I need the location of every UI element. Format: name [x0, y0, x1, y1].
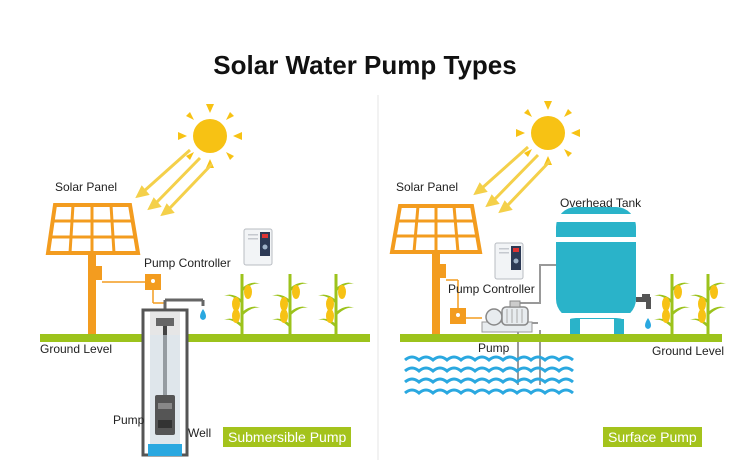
corn-plant-icon [318, 274, 354, 334]
right-pump-controller-label: Pump Controller [448, 282, 535, 296]
wave-line [404, 388, 574, 395]
surface-pump-badge: Surface Pump [603, 427, 702, 447]
right-pump-label: Pump [478, 341, 510, 355]
left-pump-controller [102, 274, 165, 304]
submersible-pump-badge: Submersible Pump [223, 427, 352, 447]
right-crop-field [654, 274, 726, 334]
overhead-tank-icon [556, 207, 651, 336]
left-crop-field [224, 274, 354, 334]
right-sun-icon [516, 101, 580, 165]
left-outlet-pipe [163, 298, 206, 320]
corn-plant-icon [654, 274, 690, 334]
left-inverter-icon [243, 228, 273, 266]
page-title: Solar Water Pump Types [213, 50, 517, 80]
left-ground-bar [40, 334, 370, 342]
wave-line [404, 377, 574, 384]
right-inverter-icon [494, 242, 524, 280]
right-ground-level-label: Ground Level [652, 344, 725, 358]
right-solar-panel [389, 204, 483, 336]
left-pump-controller-label: Pump Controller [144, 256, 231, 270]
left-sun-rays [135, 148, 214, 217]
corn-plant-icon [272, 274, 308, 334]
wave-line [404, 355, 574, 362]
right-sun-rays [473, 145, 552, 214]
corn-plant-icon [224, 274, 260, 334]
water-source-waves [404, 355, 574, 395]
left-sun-icon [178, 104, 242, 168]
right-solar-panel-label: Solar Panel [396, 180, 459, 194]
right-pump-controller [446, 279, 482, 324]
left-well-label: Well [188, 426, 212, 440]
left-solar-panel-label: Solar Panel [55, 180, 118, 194]
submersible-pump-icon [155, 395, 175, 435]
surface-pump-icon [481, 300, 533, 333]
left-solar-panel [45, 203, 141, 335]
corn-plant-icon [690, 274, 726, 334]
left-ground-level-label: Ground Level [40, 342, 113, 356]
left-pump-label: Pump [113, 413, 145, 427]
wave-line [404, 366, 574, 373]
right-ground-bar [400, 334, 722, 342]
overhead-tank-label: Overhead Tank [560, 196, 642, 210]
